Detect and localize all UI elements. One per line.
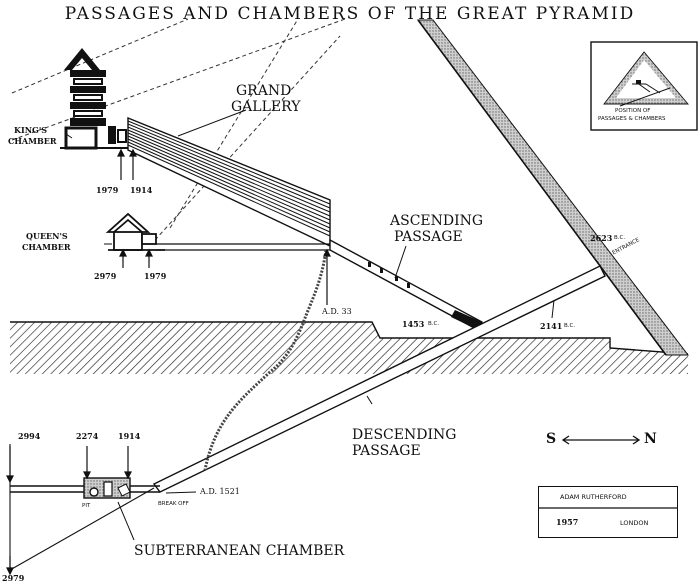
credit-box <box>538 486 678 538</box>
queens-chamber <box>105 212 165 251</box>
inset-caption-2: PASSAGES & CHAMBERS <box>598 116 666 122</box>
sub-date-2994: 2994 <box>18 431 41 441</box>
well-shaft <box>203 249 328 471</box>
construction-lines <box>11 18 346 241</box>
credit-author: ADAM RUTHERFORD <box>560 493 627 501</box>
sub-date-2274: 2274 <box>76 431 99 441</box>
ascending-passage-label-1: ASCENDING <box>390 213 484 229</box>
pyramid-face-line <box>417 19 667 356</box>
kings-chamber-label-2: CHAMBER <box>8 136 57 146</box>
kings-chamber-stack <box>64 48 127 150</box>
queens-chamber-label-2: CHAMBER <box>22 242 71 252</box>
credit-year: 1957 <box>556 517 579 527</box>
ascending-passage-shape <box>329 238 483 331</box>
descending-axis-line <box>9 487 155 571</box>
sub-date-1914: 1914 <box>118 431 141 441</box>
queens-horizontal-passage <box>156 243 330 251</box>
descending-passage-label-2: PASSAGE <box>352 443 421 459</box>
subterranean-chamber-label: SUBTERRANEAN CHAMBER <box>134 543 345 559</box>
compass-north: N <box>644 431 657 447</box>
descending-passage-label-1: DESCENDING <box>352 427 457 443</box>
date-2141: 2141 <box>540 321 563 331</box>
diagram-title: PASSAGES AND CHAMBERS OF THE GREAT PYRAM… <box>64 4 636 24</box>
inset-caption-1: POSITION OF <box>615 108 651 114</box>
date-2141-suffix: B.C. <box>564 323 576 329</box>
compass-south: S <box>546 431 557 447</box>
date-2623: 2623 <box>590 233 613 243</box>
leader-lines <box>65 109 555 541</box>
date-1453: 1453 <box>402 319 425 329</box>
queens-date-2979: 2979 <box>94 271 117 281</box>
bottom-date-2979: 2979 <box>2 573 25 583</box>
inset-diagram <box>590 41 698 131</box>
ground-surface-line <box>10 321 689 355</box>
break-off-label: BREAK OFF <box>158 501 189 507</box>
queens-date-1979: 1979 <box>144 271 167 281</box>
kings-date-1914: 1914 <box>130 185 153 195</box>
ascending-passage-label-2: PASSAGE <box>394 229 463 245</box>
grand-gallery <box>127 116 331 248</box>
kings-chamber-label-1: KING'S <box>14 125 48 135</box>
grand-gallery-label-1: GRAND <box>236 83 292 99</box>
pit-label: PIT <box>82 503 91 509</box>
kings-date-1979: 1979 <box>96 185 119 195</box>
date-ad-1521: A.D. 1521 <box>200 487 240 496</box>
date-1453-suffix: B.C. <box>428 321 440 327</box>
compass-arrow <box>561 435 641 445</box>
credit-place: LONDON <box>620 519 649 527</box>
date-ad-33: A.D. 33 <box>322 307 352 316</box>
grand-gallery-label-2: GALLERY <box>231 99 301 115</box>
subterranean-complex <box>10 477 160 499</box>
bedrock-hatching <box>10 322 688 374</box>
date-arrows <box>6 148 331 576</box>
date-2623-suffix: B.C. <box>614 235 626 241</box>
queens-chamber-label-1: QUEEN'S <box>26 231 68 241</box>
